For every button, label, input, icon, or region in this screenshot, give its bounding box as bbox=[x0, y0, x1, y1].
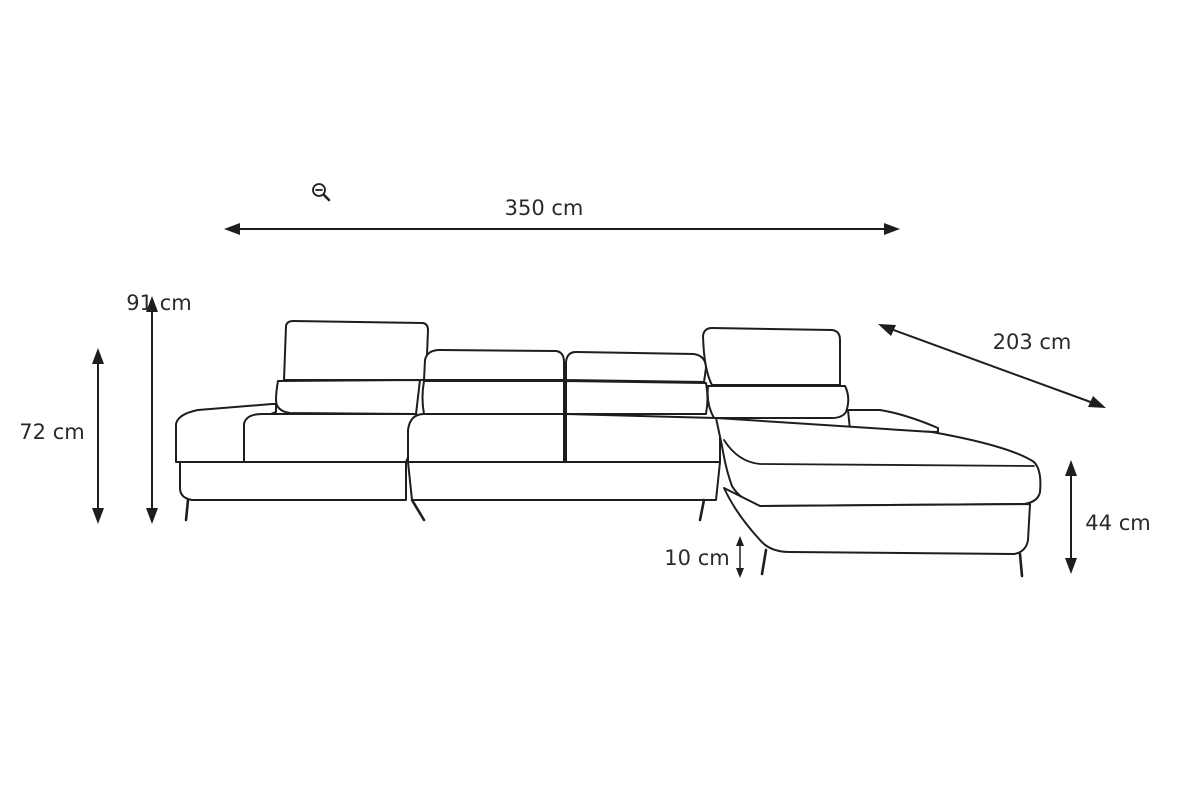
back-height-dimension: 91 cm bbox=[126, 291, 192, 524]
middle-left-seat-cushion bbox=[407, 413, 565, 463]
right-headrest bbox=[702, 327, 841, 386]
left-back-cushion bbox=[275, 379, 421, 415]
leg-height-label: 10 cm bbox=[664, 546, 729, 570]
leg-mid-right bbox=[698, 498, 706, 522]
leg-chaise-right bbox=[1018, 552, 1024, 578]
chaise-base bbox=[723, 487, 1031, 555]
middle-left-headrest bbox=[423, 349, 565, 381]
seat-height-label: 44 cm bbox=[1085, 511, 1150, 535]
middle-right-headrest bbox=[565, 351, 707, 383]
middle-right-back-cushion bbox=[565, 380, 709, 415]
sofa-drawing bbox=[175, 320, 1042, 578]
chaise-side-back bbox=[847, 409, 939, 433]
left-base bbox=[179, 461, 407, 501]
right-back-cushion bbox=[706, 385, 850, 419]
lowered-back-height-dimension: 72 cm bbox=[19, 348, 104, 524]
leg-front-left bbox=[184, 498, 190, 522]
chaise-depth-label: 203 cm bbox=[993, 330, 1072, 354]
middle-right-seat-cushion bbox=[565, 413, 722, 463]
left-seat-cushion bbox=[243, 413, 421, 463]
width-dimension: 350 cm bbox=[224, 196, 900, 235]
zoom-out-button[interactable] bbox=[309, 180, 333, 204]
middle-base bbox=[407, 461, 721, 501]
seat-height-dimension: 44 cm bbox=[1065, 460, 1151, 574]
left-headrest bbox=[283, 320, 429, 381]
chaise-cushion-seam bbox=[723, 439, 1035, 467]
leg-height-dimension: 10 cm bbox=[664, 536, 744, 578]
chaise-seat bbox=[715, 417, 1042, 507]
lowered-back-height-label: 72 cm bbox=[19, 420, 84, 444]
leg-mid-left bbox=[410, 498, 426, 522]
middle-left-back-cushion bbox=[421, 380, 565, 415]
leg-chaise-front bbox=[760, 548, 768, 576]
width-label: 350 cm bbox=[505, 196, 584, 220]
back-height-label: 91 cm bbox=[126, 291, 191, 315]
zoom-out-icon bbox=[312, 183, 331, 202]
chaise-depth-dimension: 203 cm bbox=[878, 324, 1106, 408]
